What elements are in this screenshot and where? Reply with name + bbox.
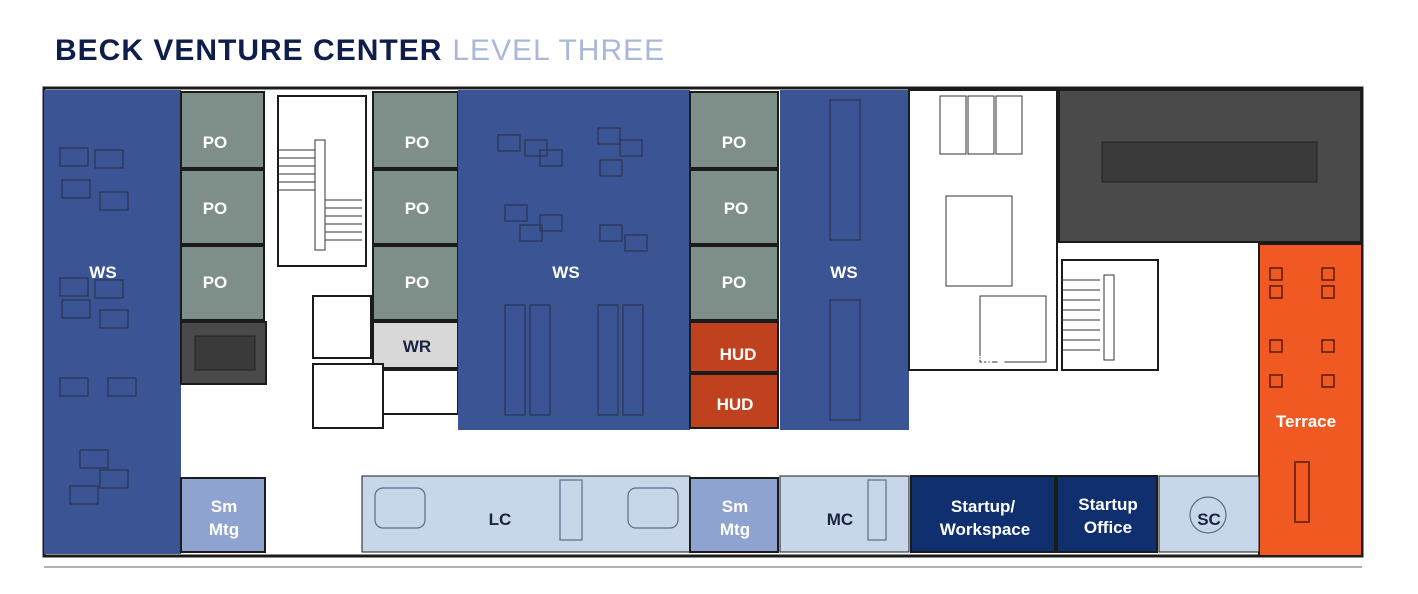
room-ws-center[interactable] — [458, 90, 690, 430]
room-startup-office[interactable] — [1056, 475, 1158, 553]
label-ws-right: WS — [830, 263, 857, 282]
label-po-3: PO — [203, 273, 228, 292]
ws-center-furniture — [497, 127, 648, 416]
map-title: BECK VENTURE CENTER LEVEL THREE — [55, 34, 665, 68]
terrace-furniture — [1269, 267, 1335, 523]
label-lc: LC — [489, 510, 512, 529]
label-hud-1: HUD — [720, 345, 757, 364]
room-startup-workspace[interactable] — [910, 475, 1056, 553]
room-po-5[interactable] — [372, 169, 459, 245]
label-sc: SC — [1197, 510, 1221, 529]
room-po-4[interactable] — [372, 91, 459, 169]
label-mc: MC — [827, 510, 853, 529]
label-startup-office-line1: Startup — [1078, 495, 1138, 514]
room-po-9[interactable] — [689, 245, 779, 321]
room-sm-mtg-1[interactable] — [180, 477, 266, 553]
label-po-7: PO — [722, 133, 747, 152]
room-hud-2[interactable] — [689, 373, 779, 429]
restroom-block-3 — [382, 369, 459, 415]
label-ws-center: WS — [552, 263, 579, 282]
room-wr[interactable] — [372, 321, 459, 369]
room-po-3[interactable] — [180, 245, 265, 321]
label-startup-ws-line2: Workspace — [940, 520, 1030, 539]
stair-treads-left — [278, 139, 362, 251]
lc-furniture — [374, 479, 679, 541]
stairwell-left — [277, 95, 367, 267]
room-lc[interactable] — [361, 475, 691, 553]
label-po-5: PO — [405, 199, 430, 218]
label-sm-mtg-1-line2: Mtg — [209, 520, 239, 539]
label-hud-2: HUD — [717, 395, 754, 414]
label-ws-left: WS — [89, 263, 116, 282]
ws-right-furniture — [829, 99, 861, 421]
label-po-9: PO — [722, 273, 747, 292]
label-sm-mtg-2-line2: Mtg — [720, 520, 750, 539]
room-po-7[interactable] — [689, 91, 779, 169]
restroom-block-2 — [312, 363, 384, 429]
room-po-6[interactable] — [372, 245, 459, 321]
room-mc[interactable] — [779, 475, 910, 553]
label-sm-mtg-2-line1: Sm — [722, 497, 748, 516]
room-po-8[interactable] — [689, 169, 779, 245]
building-name: BECK VENTURE CENTER — [55, 34, 443, 67]
restroom-block-1 — [312, 295, 372, 359]
level-name: LEVEL THREE — [452, 34, 666, 67]
restroom-fixtures — [939, 95, 1047, 363]
core-restrooms — [908, 89, 1058, 371]
label-startup-office-line2: Office — [1084, 518, 1132, 537]
room-ws-left[interactable] — [44, 90, 181, 554]
stair-treads-right — [1062, 274, 1115, 361]
ws-left-furniture — [59, 147, 137, 505]
room-hud-1[interactable] — [689, 321, 779, 373]
label-office: Office — [965, 353, 1005, 369]
room-sm-mtg-2[interactable] — [689, 477, 779, 553]
label-po-4: PO — [405, 133, 430, 152]
label-terrace: Terrace — [1276, 412, 1336, 431]
terrace[interactable] — [1258, 243, 1363, 557]
room-po-1[interactable] — [180, 91, 265, 169]
label-po-2: PO — [203, 199, 228, 218]
conference-table — [1101, 141, 1318, 183]
label-startup-ws-line1: Startup/ — [951, 497, 1016, 516]
mc-furniture — [867, 479, 887, 541]
label-po-6: PO — [405, 273, 430, 292]
stairwell-right — [1061, 259, 1159, 371]
room-sc[interactable] — [1158, 475, 1260, 553]
room-ws-right[interactable] — [780, 90, 909, 430]
room-po-2[interactable] — [180, 169, 265, 245]
label-po-8: PO — [724, 199, 749, 218]
label-wr: WR — [403, 337, 431, 356]
dark-room-table — [194, 335, 256, 371]
label-sm-mtg-1-line1: Sm — [211, 497, 237, 516]
label-po-1: PO — [203, 133, 228, 152]
sc-table — [1189, 496, 1227, 534]
